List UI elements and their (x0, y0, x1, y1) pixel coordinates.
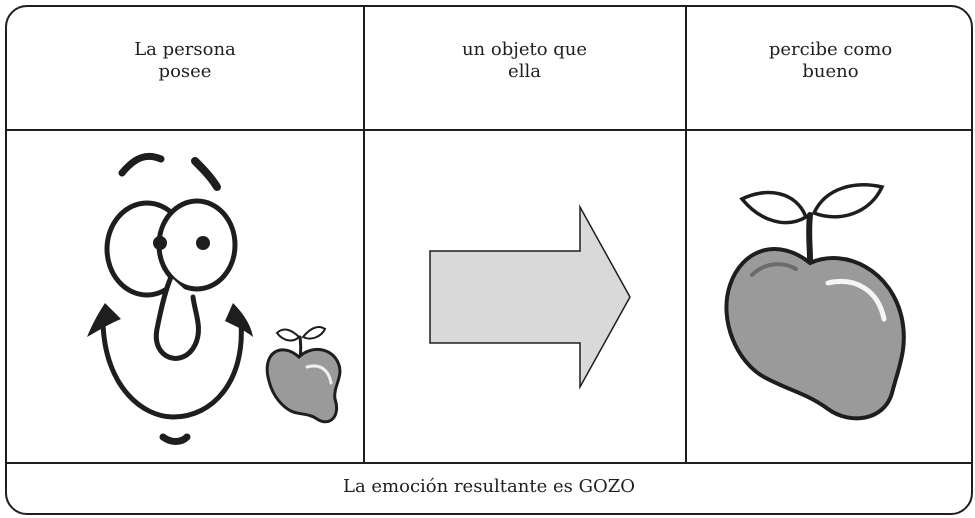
header-cell-object: un objeto que ella (364, 7, 685, 129)
header-text-perceive: percibe como bueno (768, 39, 893, 82)
header-text-person: La persona posee (134, 39, 236, 82)
header-cell-perceive: percibe como bueno (686, 7, 971, 129)
column-divider-2 (685, 7, 687, 462)
diagram-frame: La persona posee un objeto que ella perc… (5, 5, 973, 515)
illustration-cell-person (7, 131, 363, 463)
apple-icon (265, 326, 342, 424)
footer-text: La emoción resultante es GOZO (343, 475, 635, 497)
illustration-cell-object (364, 131, 685, 463)
footer-divider (7, 462, 971, 464)
smiling-face-icon (87, 152, 342, 445)
header-divider (7, 129, 971, 131)
footer: La emoción resultante es GOZO (7, 459, 971, 513)
illustration-cell-perceive (686, 131, 971, 463)
arrow-right-icon (429, 204, 631, 390)
diagram-grid (7, 7, 971, 513)
apple-icon (724, 183, 906, 421)
header-text-object: un objeto que ella (461, 39, 588, 82)
column-divider-1 (363, 7, 365, 462)
header-cell-person: La persona posee (7, 7, 363, 129)
